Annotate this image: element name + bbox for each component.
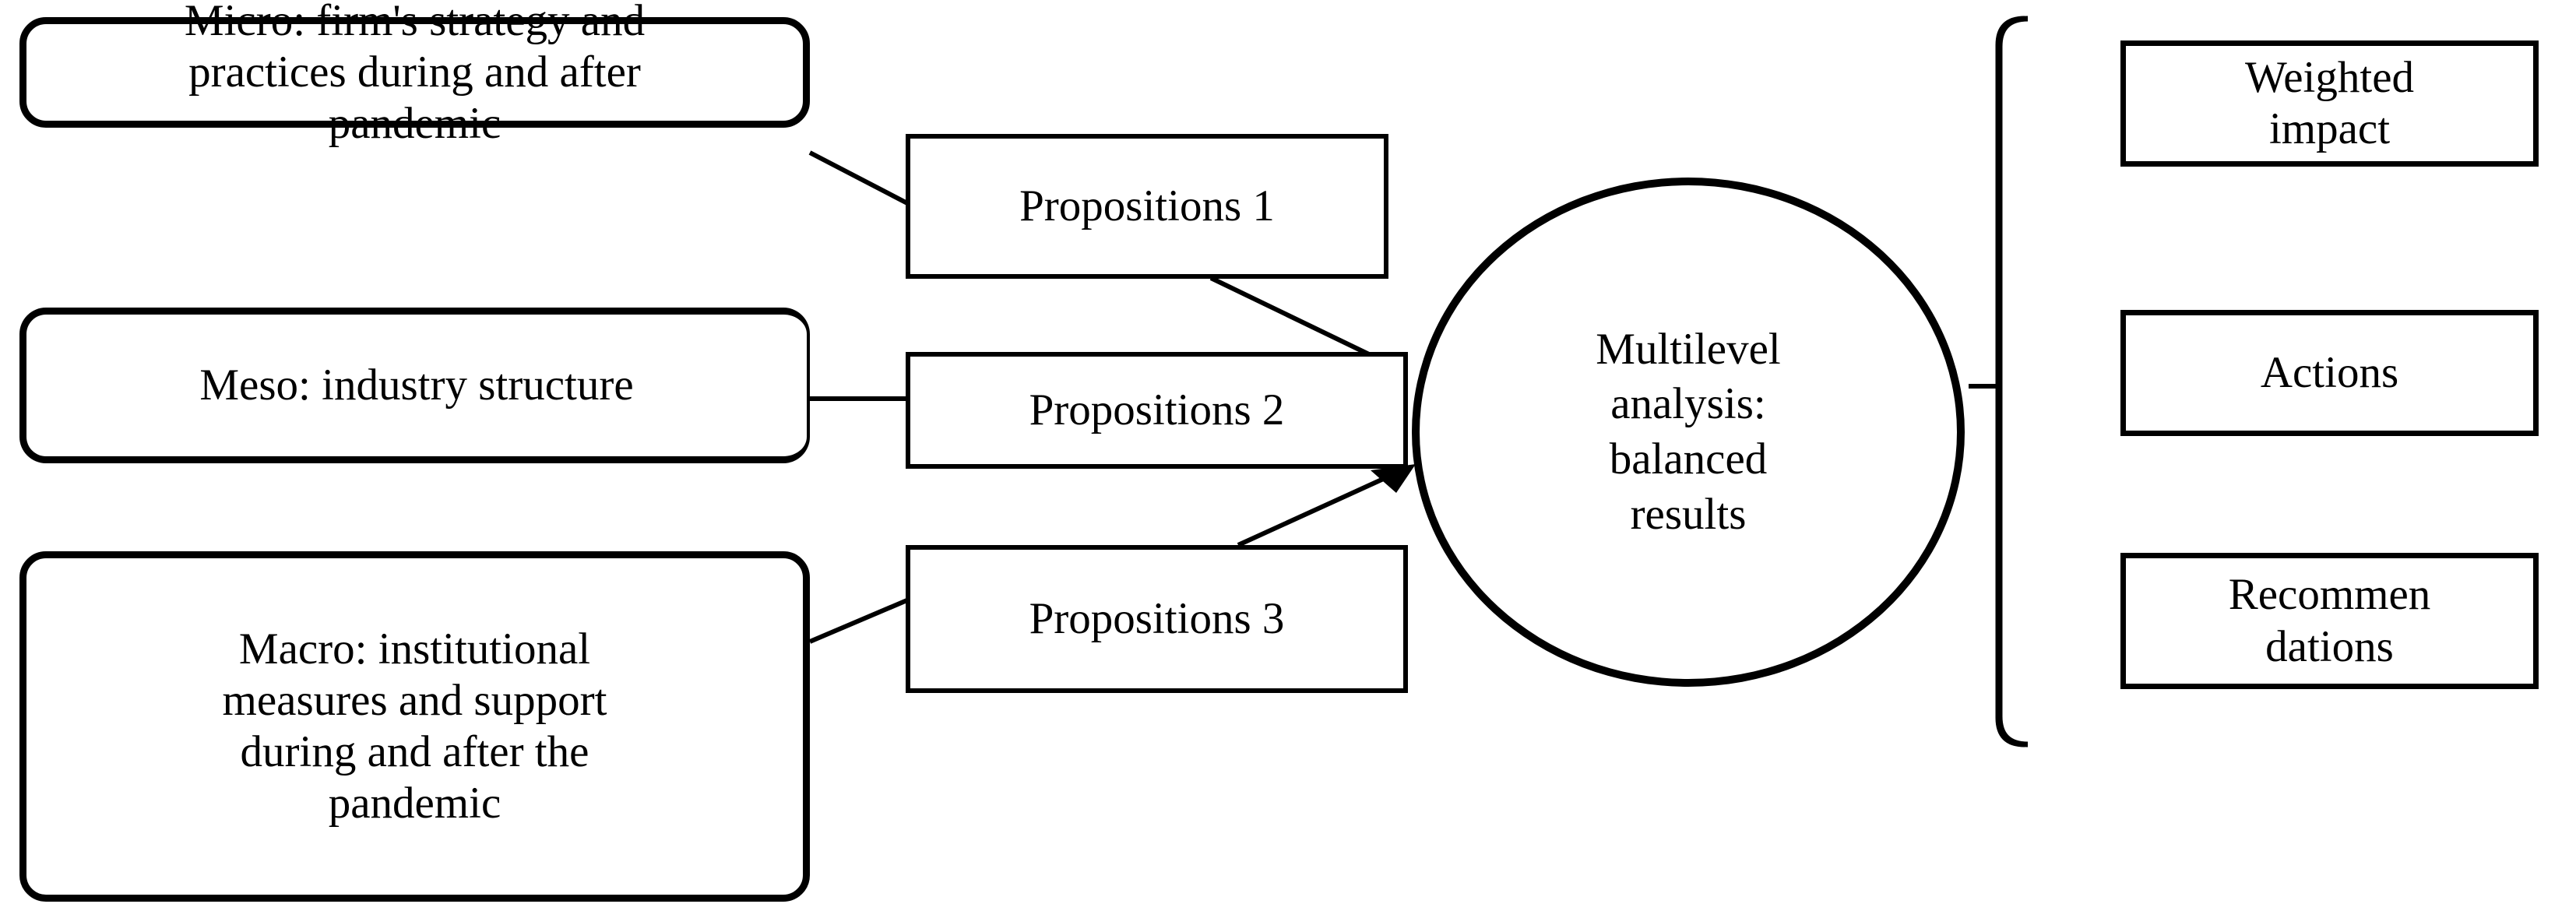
connector-p3-to-hub [1237,466,1407,547]
proposition-box-3[interactable]: Propositions 3 [906,545,1408,693]
connector-micro-to-p1 [808,150,910,206]
outcome-box-weighted-impact-label: Weighted impact [2244,52,2414,153]
connector-macro-to-p3 [808,597,910,644]
proposition-box-2-label: Propositions 2 [1029,385,1285,434]
level-box-macro[interactable]: Macro: institutional measures and suppor… [19,551,810,902]
proposition-box-1-label: Propositions 1 [1019,181,1275,230]
outcome-box-actions[interactable]: Actions [2120,310,2539,436]
proposition-box-1[interactable]: Propositions 1 [906,134,1388,279]
proposition-box-2[interactable]: Propositions 2 [906,352,1408,469]
level-box-macro-label: Macro: institutional measures and suppor… [222,624,607,828]
hub-ellipse-label: Multilevel analysis: balanced results [1596,324,1781,539]
level-box-meso[interactable]: Meso: industry structure [19,308,810,463]
outcome-box-weighted-impact[interactable]: Weighted impact [2120,40,2539,167]
level-box-micro-label: Micro: firm's strategy and practices dur… [184,0,646,149]
outcomes-bracket-spine [1997,16,2029,747]
hub-ellipse-multilevel-analysis[interactable]: Multilevel analysis: balanced results [1412,178,1965,687]
level-box-micro[interactable]: Micro: firm's strategy and practices dur… [19,0,810,148]
connector-p1-to-hub [1209,276,1372,357]
outcome-box-recommendations[interactable]: Recommen dations [2120,553,2539,689]
outcome-box-actions-label: Actions [2260,347,2399,397]
outcome-box-recommendations-label: Recommen dations [2228,570,2431,671]
level-box-meso-label: Meso: industry structure [199,360,634,410]
proposition-box-3-label: Propositions 3 [1029,593,1285,643]
outcomes-bracket [1995,16,2025,747]
